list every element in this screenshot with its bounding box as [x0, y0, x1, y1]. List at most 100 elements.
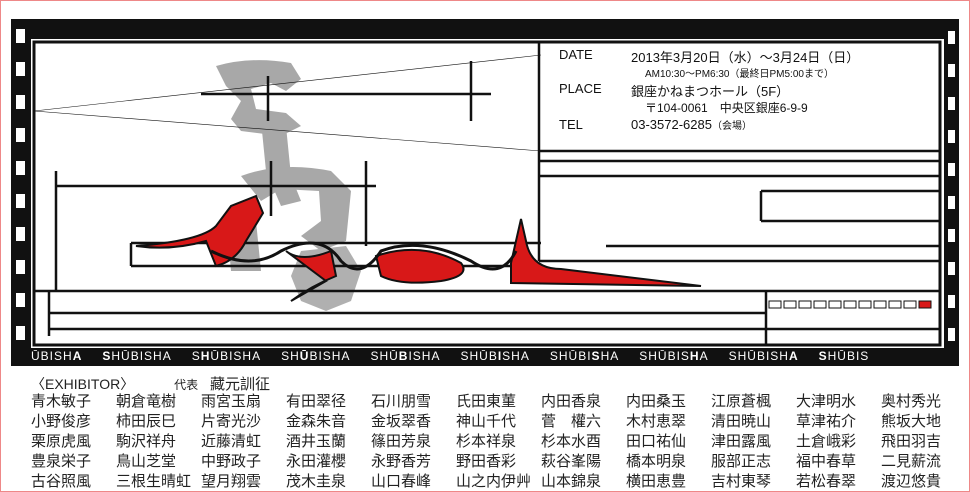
exhibitor-name: 二見薪流: [881, 453, 942, 470]
exhibitor-list: 青木敏子朝倉竜樹雨宮玉扇有田翠径石川朋雪氏田東菫内田香泉内田桑玉江原蒼楓大津明水…: [31, 390, 966, 490]
exhibitor-name: 駒沢祥舟: [116, 433, 177, 450]
exhibitor-name: 杉本水酉: [541, 433, 602, 450]
sprocket-hole: [948, 97, 955, 110]
sprocket-hole: [948, 31, 955, 44]
exhibitor-name: 山之内伊艸: [456, 473, 532, 490]
sprocket-hole: [948, 196, 955, 209]
strip-post: BISHA: [309, 349, 351, 363]
strip-pre: SH: [281, 349, 300, 363]
exhibitor-heading: 〈EXHIBITOR〉: [31, 376, 135, 392]
exhibitor-name: 渡辺悠貴: [881, 473, 942, 490]
strip-pre: ŪBISH: [31, 349, 73, 363]
exhibitor-name: 金坂翠香: [371, 413, 432, 430]
exhibitor-name: 草津祐介: [796, 413, 857, 430]
exhibitor-name: 内田香泉: [541, 393, 602, 410]
strip-post: ISHA: [408, 349, 441, 363]
sprocket-hole: [16, 161, 25, 175]
sprocket-hole: [16, 326, 25, 340]
exhibitor-name: 中野政子: [201, 453, 262, 470]
exhibitor-name: 栗原虎風: [31, 433, 92, 450]
time-value: AM10:30～PM6:30（最終日PM5:00まで）: [645, 69, 834, 80]
sprocket-hole: [948, 262, 955, 275]
strip-pre: SHŪB: [460, 349, 498, 363]
strip-post: HŪBISHA: [111, 349, 172, 363]
exhibitor-name: 津田露風: [711, 433, 772, 450]
exhibitor-name: 土倉峨彩: [796, 433, 857, 450]
tel-value: 03-3572-6285: [631, 117, 712, 132]
strip-word: ŪBISHA: [31, 348, 82, 364]
place-value: 銀座かねまつホール（5F）: [631, 84, 790, 99]
strip-bold: I: [497, 349, 503, 363]
exhibitor-name: 奥村秀光: [881, 393, 942, 410]
strip-word: SHŪBISHA: [639, 348, 708, 364]
strip-pre: SHŪBI: [549, 349, 592, 363]
exhibitor-name: 小野俊彦: [31, 413, 92, 430]
exhibitor-name: 野田香彩: [456, 453, 517, 470]
exhibitor-name: 青木敏子: [31, 393, 92, 410]
strip-bold: A: [72, 349, 83, 363]
strip-word: SHŪBISHA: [729, 348, 799, 364]
counter-box: [843, 300, 857, 309]
sprocket-hole: [16, 194, 25, 208]
exhibitor-name: 神山千代: [456, 413, 517, 430]
exhibitor-name: 福中春草: [796, 453, 857, 470]
strip-bold: Ū: [299, 349, 310, 363]
exhibitor-name: 豊泉栄子: [31, 453, 92, 470]
sprocket-hole: [16, 293, 25, 307]
strip-bold: H: [689, 349, 700, 363]
exhibitor-name: 江原蒼楓: [711, 393, 772, 410]
sprocket-hole: [16, 128, 25, 142]
exhibitor-name: 永野香芳: [371, 453, 432, 470]
exhibitor-name: 鳥山芝堂: [116, 453, 177, 470]
sprocket-hole: [16, 95, 25, 109]
exhibitor-name: 有田翠径: [286, 393, 347, 410]
strip-bold: H: [200, 349, 211, 363]
exhibitor-name: 望月翔雲: [201, 473, 262, 490]
exhibitor-name: 片寄光沙: [201, 413, 262, 430]
film-frame-interior: [31, 39, 944, 348]
strip-pre: SHŪBIS: [639, 349, 690, 363]
exhibitor-name: 酒井玉蘭: [286, 433, 347, 450]
exhibitor-name: 木村恵翠: [626, 413, 687, 430]
counter-box: [783, 300, 797, 309]
exhibitor-name: 飛田羽吉: [881, 433, 942, 450]
sprocket-hole: [16, 227, 25, 241]
address-value: 〒104-0061 中央区銀座6-9-9: [645, 101, 808, 115]
strip-word: SHŪBISHA: [550, 348, 619, 364]
strip-post: SHA: [502, 349, 530, 363]
exhibitor-name: 菅 權六: [541, 413, 602, 430]
exhibitor-name: 若松春翠: [796, 473, 857, 490]
exhibitor-name: 内田桑玉: [626, 393, 687, 410]
strip-post: ŪBISHA: [210, 349, 262, 363]
exhibitor-name: 大津明水: [796, 393, 857, 410]
exhibitor-name: 横田恵豊: [626, 473, 687, 490]
exhibitor-name: 山口春峰: [371, 473, 432, 490]
inner-frame: [32, 40, 942, 347]
strip-post: HA: [600, 349, 620, 363]
strip-pre: SHŪBISH: [728, 349, 789, 363]
strip-bold: S: [591, 349, 601, 363]
exhibitor-name: 吉村東琴: [711, 473, 772, 490]
sprocket-hole: [16, 62, 25, 76]
counter-box: [873, 300, 887, 309]
strip-word: SHŪBISHA: [192, 348, 261, 364]
exhibitor-name: 永田灌櫻: [286, 453, 347, 470]
exhibitor-name: 金森朱音: [286, 413, 347, 430]
counter-box: [903, 300, 917, 309]
exhibitor-name: 田口祐仙: [626, 433, 687, 450]
exhibitor-name: 山本錦泉: [541, 473, 602, 490]
strip-post: HŪBIS: [827, 349, 870, 363]
date-value: 2013年3月20日（水）～3月24日（日）: [631, 50, 860, 65]
exhibitor-name: 近藤清虹: [201, 433, 262, 450]
counter-box: [918, 300, 932, 309]
sprocket-hole: [948, 64, 955, 77]
sprocket-hole: [948, 328, 955, 341]
exhibitor-name: 茂木圭泉: [286, 473, 347, 490]
exhibitor-name: 清田暁山: [711, 413, 772, 430]
sprocket-holes-right: [948, 31, 955, 341]
strip-word: SHŪBIS: [819, 348, 870, 364]
tel-note: （会場）: [711, 121, 752, 132]
representative-name: 藏元訓征: [210, 376, 271, 393]
strip-bold: S: [102, 349, 112, 363]
